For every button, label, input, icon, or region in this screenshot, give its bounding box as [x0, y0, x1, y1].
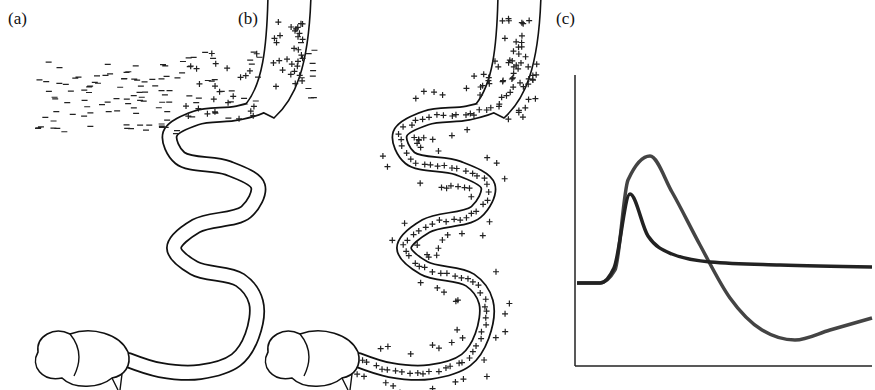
charge-signs-a [35, 19, 317, 133]
bulb [35, 331, 129, 386]
panel-label: (a) [8, 10, 27, 27]
charge-sign [354, 16, 540, 390]
charge-signs-b [354, 16, 540, 390]
panel-label: (c) [556, 10, 575, 27]
charge-sign [35, 19, 317, 133]
tubule-wall [128, 60, 284, 373]
bulb [265, 331, 359, 386]
tubule-a [35, 0, 311, 390]
trace-curve [577, 194, 872, 283]
trace-curve [577, 156, 872, 340]
y-axis [574, 75, 576, 366]
bulb-detail [300, 334, 352, 390]
tubule-lumen [128, 60, 284, 373]
potential-graph [575, 75, 872, 366]
bulb-detail [70, 334, 122, 390]
panel-label: (b) [238, 10, 258, 27]
x-axis [575, 365, 872, 367]
tubule-b [265, 0, 541, 390]
